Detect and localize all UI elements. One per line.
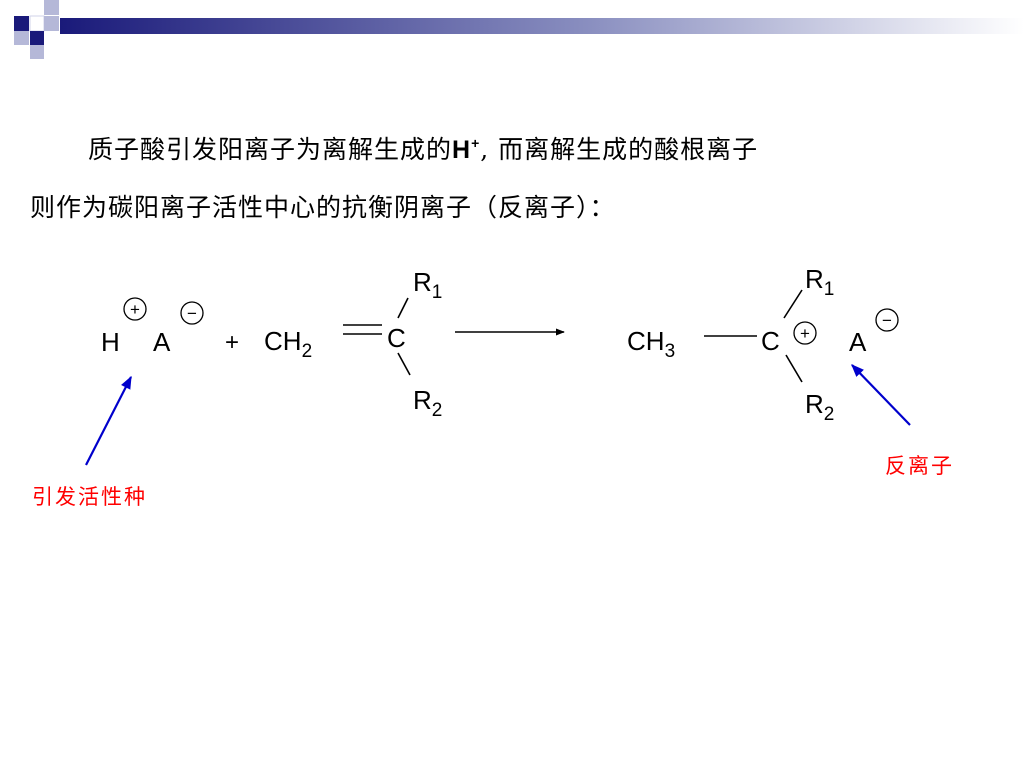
bond-c-r1-product bbox=[783, 289, 803, 319]
counter-ion-arrow bbox=[851, 364, 911, 426]
deco-square bbox=[14, 16, 29, 31]
description-line-1: 质子酸引发阳离子为离解生成的H+, 而离解生成的酸根离子 bbox=[30, 114, 990, 179]
plus-charge-symbol: + bbox=[800, 324, 810, 343]
initiator-arrow bbox=[85, 375, 132, 466]
bond-c-r2 bbox=[397, 352, 411, 376]
product-a: A bbox=[849, 327, 867, 357]
reactant-h: H bbox=[101, 327, 120, 357]
description-line-2: 则作为碳阳离子活性中心的抗衡阴离子（反离子）： bbox=[30, 193, 616, 222]
minus-charge-circle bbox=[875, 308, 899, 332]
bond-c-r2-product bbox=[785, 354, 803, 383]
product-r2: R2 bbox=[805, 389, 834, 425]
plus-charge-circle bbox=[793, 321, 817, 345]
plus-charge-symbol: + bbox=[130, 300, 140, 319]
product-plus-charge: + bbox=[793, 321, 817, 345]
product-r1: R1 bbox=[805, 264, 834, 300]
description-paragraph: 质子酸引发阳离子为离解生成的H+, 而离解生成的酸根离子 则作为碳阳离子活性中心… bbox=[30, 114, 990, 237]
bond-c-r1 bbox=[397, 297, 409, 319]
reactant-c: C bbox=[387, 323, 406, 353]
counter-ion-label: 反离子 bbox=[885, 454, 954, 478]
line1-text-a: 质子酸引发阳离子为离解生成的 bbox=[88, 135, 453, 164]
product-minus-charge: − bbox=[875, 308, 899, 332]
product-c: C bbox=[761, 326, 780, 356]
reactant-r2: R2 bbox=[413, 385, 442, 421]
minus-charge-symbol: − bbox=[882, 311, 892, 330]
plus-sign: + bbox=[225, 329, 239, 356]
deco-square bbox=[44, 16, 59, 31]
reactant-plus-charge: + bbox=[123, 297, 147, 321]
deco-square bbox=[30, 45, 44, 59]
proton-charge: + bbox=[471, 135, 481, 151]
deco-square bbox=[30, 31, 44, 45]
header-decoration bbox=[14, 0, 1024, 59]
minus-charge-symbol: − bbox=[187, 304, 197, 323]
reactant-a: A bbox=[153, 327, 171, 357]
plus-charge-circle bbox=[123, 297, 147, 321]
line1-text-b: , 而离解生成的酸根离子 bbox=[480, 135, 759, 164]
proton-symbol: H bbox=[452, 136, 472, 164]
product-ch3: CH3 bbox=[627, 326, 675, 362]
reactant-minus-charge: − bbox=[180, 301, 204, 325]
deco-square bbox=[44, 0, 59, 15]
deco-square bbox=[14, 31, 29, 45]
header-gradient-bar bbox=[60, 18, 1024, 34]
reactant-r1: R1 bbox=[413, 267, 442, 303]
reactant-ch2: CH2 bbox=[264, 326, 312, 362]
initiator-label: 引发活性种 bbox=[32, 485, 147, 509]
minus-charge-circle bbox=[180, 301, 204, 325]
